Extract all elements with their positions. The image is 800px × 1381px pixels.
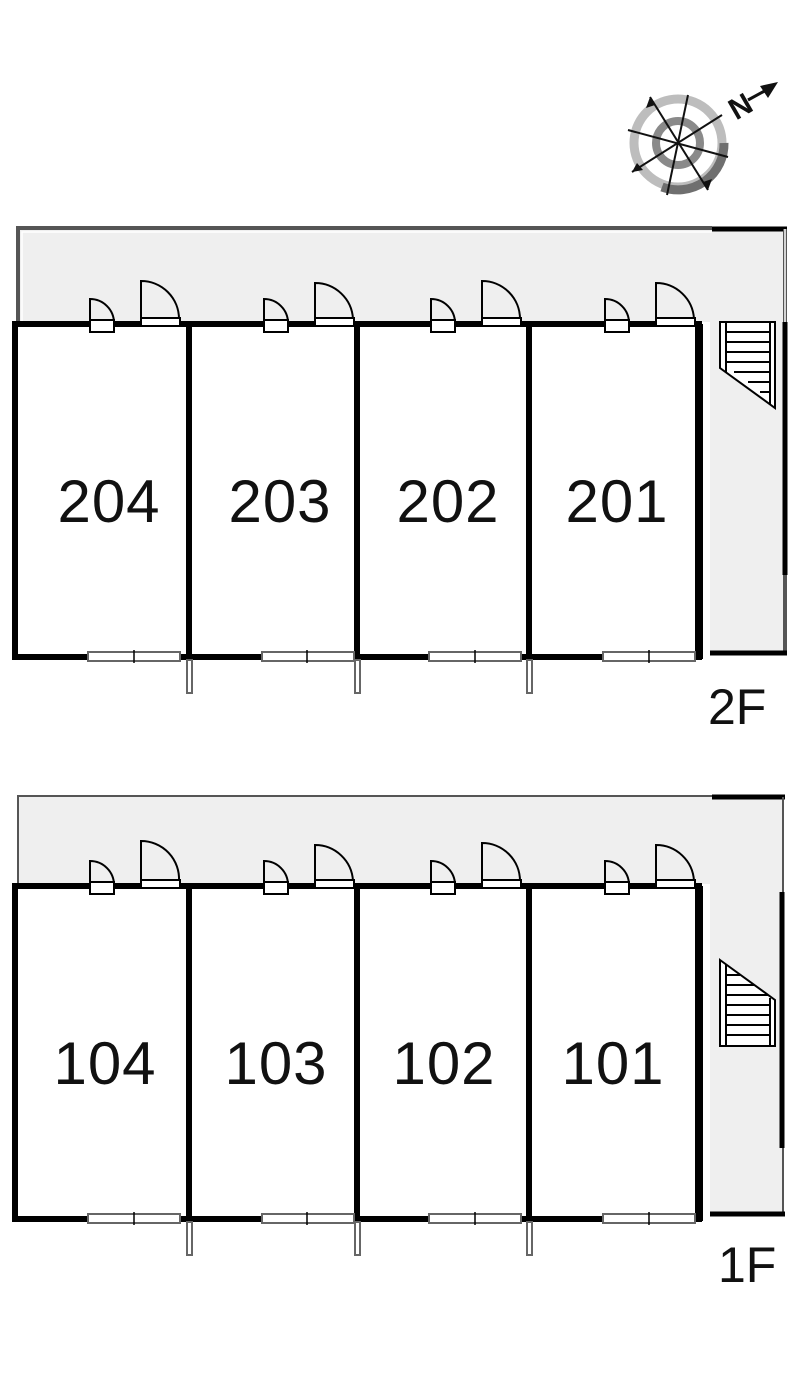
unit-label-102: 102 bbox=[392, 1030, 496, 1097]
floor-1f bbox=[12, 794, 785, 1256]
unit-label-104: 104 bbox=[53, 1030, 157, 1097]
floor-2f bbox=[12, 226, 788, 694]
unit-label-203: 203 bbox=[228, 468, 332, 535]
floor-label-1f: 1F bbox=[718, 1237, 777, 1293]
unit-label-202: 202 bbox=[396, 468, 500, 535]
unit-label-103: 103 bbox=[224, 1030, 328, 1097]
staircase-icon bbox=[719, 321, 776, 410]
north-arrow-compass-icon: N bbox=[627, 82, 778, 196]
floor-label-2f: 2F bbox=[708, 679, 767, 735]
unit-label-204: 204 bbox=[57, 468, 161, 535]
unit-label-201: 201 bbox=[565, 468, 669, 535]
unit-label-101: 101 bbox=[561, 1030, 665, 1097]
svg-text:N: N bbox=[723, 87, 758, 126]
staircase-icon bbox=[719, 958, 776, 1047]
